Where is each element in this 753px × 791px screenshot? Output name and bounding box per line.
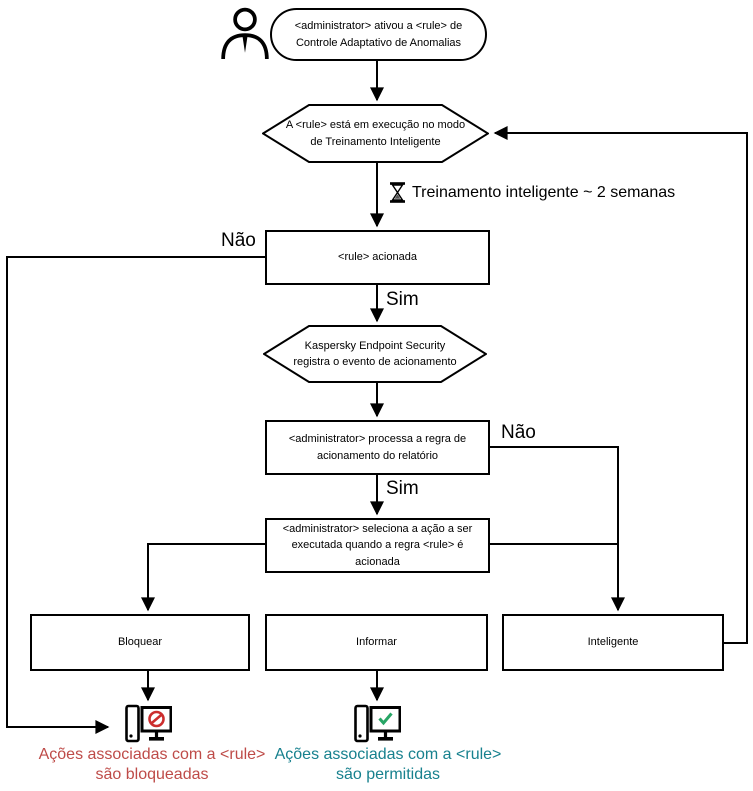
training-duration-text: Treinamento inteligente ~ 2 semanas — [412, 183, 676, 201]
edge-label-sim-1: Sim — [386, 289, 419, 310]
hexagon-shape — [262, 325, 488, 383]
edge-label-nao-2: Não — [501, 422, 536, 443]
node-training-mode-label: A <rule> está em execução no modo de Tre… — [285, 119, 466, 148]
hexagon-shape — [261, 104, 490, 163]
node-action-inteligente-label: Inteligente — [587, 636, 639, 649]
node-registers-event: Kaspersky Endpoint Security registra o e… — [262, 325, 488, 383]
node-action-informar-label: Informar — [356, 636, 397, 649]
node-training-mode: A <rule> está em execução no modo de Tre… — [261, 104, 490, 163]
edge-label-nao-1: Não — [221, 230, 256, 251]
hourglass-icon — [390, 182, 405, 203]
edge-label-sim-2: Sim — [386, 478, 419, 499]
node-rule-triggered-label: <rule> acionada — [338, 251, 417, 264]
node-start: <administrator> ativou a <rule> de Contr… — [270, 8, 487, 61]
node-action-bloquear: Bloquear — [30, 614, 250, 671]
check-icon — [378, 712, 393, 726]
node-processes-rule-label: <administrator> processa a regra de acio… — [288, 433, 467, 462]
node-start-label: <administrator> ativou a <rule> de Contr… — [294, 20, 463, 49]
node-rule-triggered: <rule> acionada — [265, 230, 490, 285]
computer-allowed-icon — [354, 704, 401, 743]
training-duration-note: Treinamento inteligente ~ 2 semanas — [390, 182, 675, 203]
node-selects-action-label: <administrator> seleciona a ação a ser e… — [282, 522, 473, 568]
computer-blocked-icon — [125, 704, 172, 743]
node-action-informar: Informar — [265, 614, 488, 671]
caption-allowed: Ações associadas com a <rule> são permit… — [274, 746, 502, 783]
node-action-bloquear-label: Bloquear — [117, 636, 163, 649]
node-selects-action: <administrator> seleciona a ação a ser e… — [265, 518, 490, 573]
caption-blocked: Ações associadas com a <rule> são bloque… — [38, 746, 266, 783]
node-action-inteligente: Inteligente — [502, 614, 724, 671]
person-icon — [221, 7, 269, 59]
node-registers-event-label: Kaspersky Endpoint Security registra o e… — [293, 339, 457, 369]
prohibition-icon — [148, 710, 165, 728]
node-processes-rule: <administrator> processa a regra de acio… — [265, 420, 490, 475]
